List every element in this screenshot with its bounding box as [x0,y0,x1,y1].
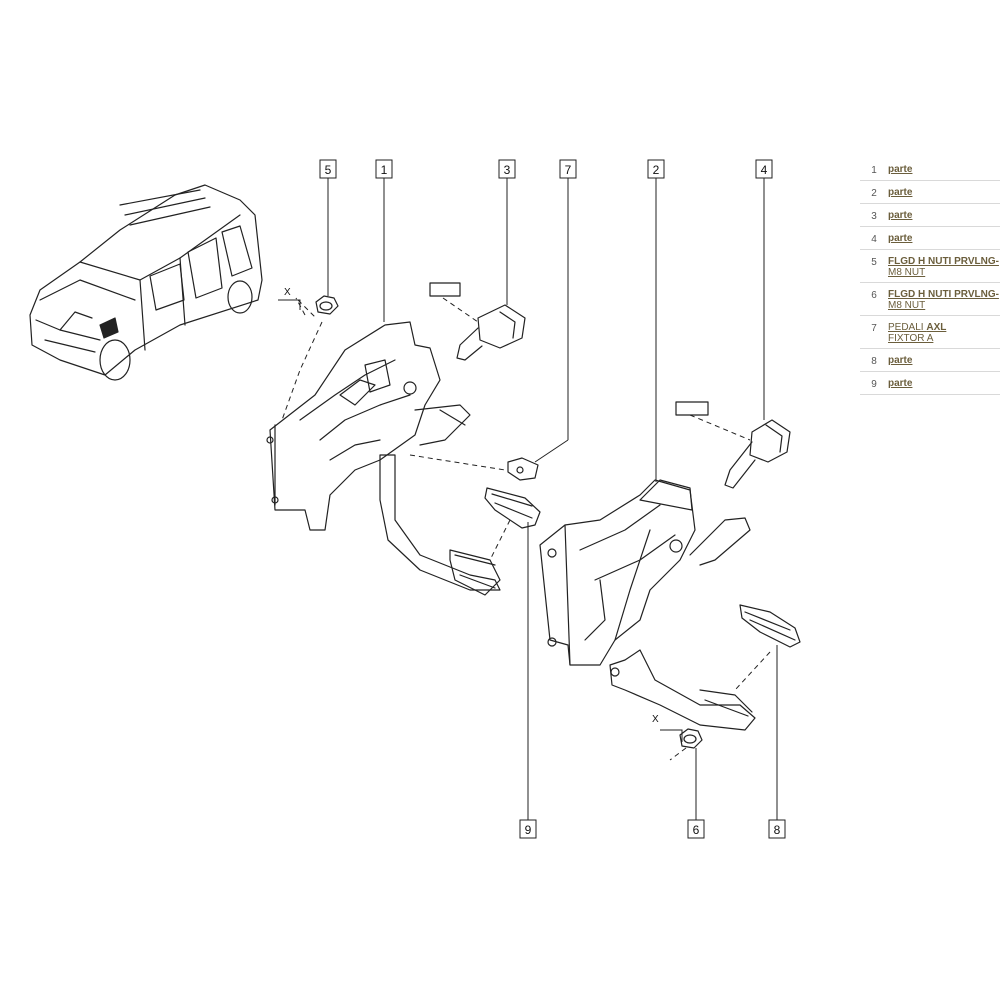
clip-7 [507,457,539,481]
part-link[interactable]: FLGD H NUTI PRVLNG- [888,289,999,300]
part-number: 2 [871,188,877,199]
assembly-guide-lines [281,297,771,761]
callout-7[interactable]: 7 [559,159,577,179]
part-number: 3 [871,211,877,222]
part-link-subtitle[interactable]: M8 NUT [888,267,926,278]
callout-2[interactable]: 2 [647,159,665,179]
axis-marker-left [278,299,301,310]
axis-marker-right [660,729,683,742]
parts-row-4[interactable]: 4 parte [860,227,1000,250]
part-number: 5 [871,257,877,268]
callout-4[interactable]: 4 [755,159,773,179]
callout-3[interactable]: 3 [498,159,516,179]
nut-6 [679,728,703,749]
part-link[interactable]: parte [888,164,913,175]
part-number: 9 [871,379,877,390]
callout-8[interactable]: 8 [768,819,786,839]
part-link[interactable]: parte [888,210,913,221]
parts-row-7[interactable]: 7 PEDALI AXL FIXTOR A [860,316,1000,349]
nut-5 [315,295,339,315]
part-link[interactable]: parte [888,378,913,389]
part-link-subtitle[interactable]: M8 NUT [888,300,926,311]
parts-row-3[interactable]: 3 parte [860,204,1000,227]
callout-5[interactable]: 5 [319,159,337,179]
pedal-pad-8 [739,604,801,648]
callout-7-label: 7 [565,163,572,177]
callout-6-label: 6 [693,823,700,837]
part-link[interactable]: parte [888,187,913,198]
part-link[interactable]: PEDALI AXL [888,322,946,333]
part-number: 7 [871,323,877,334]
part-link-subtitle[interactable]: FIXTOR A [888,333,934,344]
vehicle-illustration [29,184,263,381]
parts-row-8[interactable]: 8 parte [860,349,1000,372]
part-link[interactable]: parte [888,233,913,244]
parts-row-1[interactable]: 1 parte [860,158,1000,181]
callout-2-label: 2 [653,163,660,177]
right-pedal-arm [609,649,756,731]
parts-row-9[interactable]: 9 parte [860,372,1000,395]
part-link-bold: AXL [926,322,947,333]
callout-9[interactable]: 9 [519,819,537,839]
part-number: 1 [871,165,877,176]
part-number: 8 [871,356,877,367]
callout-leaders [327,178,778,820]
pedal-pad-9 [484,487,541,529]
callout-3-label: 3 [504,163,511,177]
callout-9-label: 9 [525,823,532,837]
x-mark-left: X [284,287,291,298]
callout-1[interactable]: 1 [375,159,393,179]
switch-3 [429,282,526,361]
left-pedal-arm [379,454,501,596]
right-pedal-bracket [539,479,751,666]
switch-4 [675,401,791,489]
left-pedal-bracket [266,321,471,531]
parts-list: 1 parte 2 parte 3 parte 4 parte 5 FLGD H… [860,158,1000,395]
callout-5-label: 5 [325,163,332,177]
part-link-prefix: PEDALI [888,322,927,333]
part-number: 4 [871,234,877,245]
part-link[interactable]: FLGD H NUTI PRVLNG- [888,256,999,267]
parts-row-6[interactable]: 6 FLGD H NUTI PRVLNG- M8 NUT [860,283,1000,316]
pedal-assembly-diagram: X X 5 1 3 7 2 4 9 [29,159,801,839]
callout-4-label: 4 [761,163,768,177]
callout-8-label: 8 [774,823,781,837]
x-mark-right: X [652,714,659,725]
part-number: 6 [871,290,877,301]
parts-row-5[interactable]: 5 FLGD H NUTI PRVLNG- M8 NUT [860,250,1000,283]
callout-1-label: 1 [381,163,388,177]
parts-row-2[interactable]: 2 parte [860,181,1000,204]
part-link[interactable]: parte [888,355,913,366]
callout-6[interactable]: 6 [687,819,705,839]
